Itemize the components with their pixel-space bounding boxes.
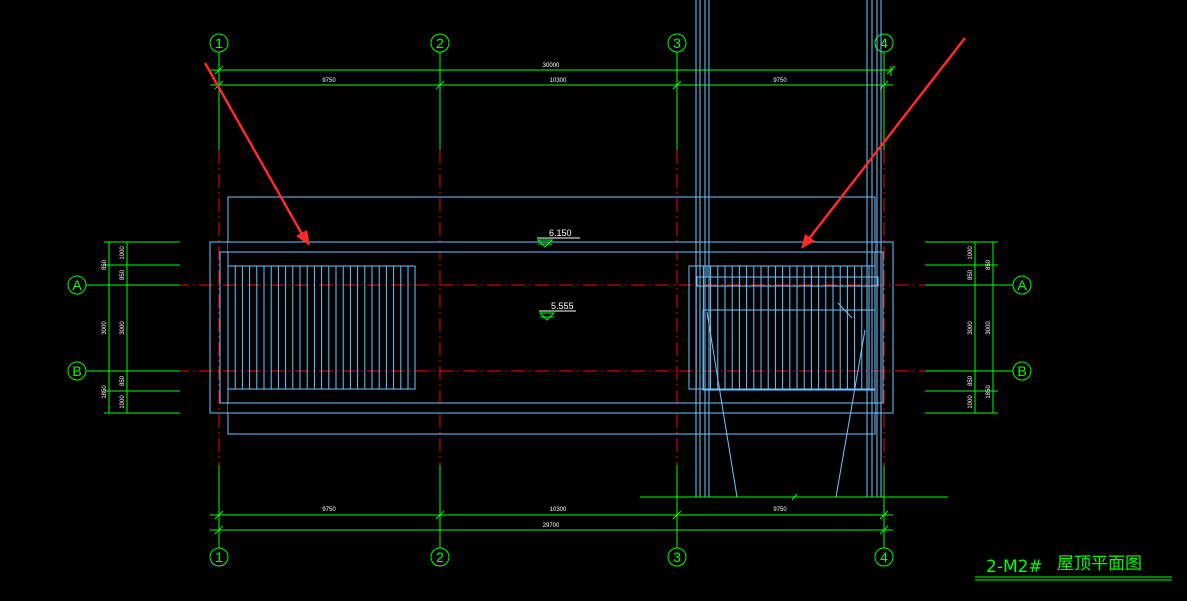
drawing-title-block: 2-M2# 屋顶平面图 [975, 554, 1172, 581]
axis-label-B-right: B [1017, 363, 1026, 379]
elevation-mark-parapet: 5.555 [538, 301, 576, 321]
axis-bubbles-bottom: 1 2 3 4 [209, 547, 894, 567]
dim-bottom-seg-3: 9750 [773, 507, 787, 513]
left-dimensions [104, 241, 180, 414]
dim-left-outer-1: 850 [102, 259, 108, 270]
dim-left-outer-3: 1850 [102, 385, 108, 399]
axis-label-A-left: A [72, 277, 82, 293]
axis-label-2-bottom: 2 [436, 549, 444, 565]
dim-left-inner-4: 850 [120, 375, 126, 386]
elevation-label-parapet: 5.555 [551, 301, 574, 311]
axis-bubbles-top: 1 2 3 4 [209, 33, 894, 53]
drawing-code: 2-M2# [986, 557, 1043, 577]
dim-bottom-seg-2: 10300 [550, 507, 567, 513]
dim-right-outer-2: 3000 [986, 321, 992, 335]
dim-right-outer-1: 850 [986, 259, 992, 270]
bottom-dimensions [210, 493, 948, 535]
axis-bubbles-side: A B A B [67, 275, 1032, 381]
roof-outer-outline [209, 241, 894, 414]
dim-right-inner-1: 1000 [968, 246, 974, 260]
axis-label-A-right: A [1017, 277, 1027, 293]
red-pointer-arrow-icon [203, 62, 310, 246]
skylight-panel-left [227, 265, 416, 390]
dim-top-seg-3: 9750 [773, 78, 787, 84]
dim-right-inner-5: 1000 [968, 395, 974, 409]
outline-gap-bottom [228, 404, 875, 413]
roof-outline-redraw [210, 241, 893, 414]
axis-label-4-bottom: 4 [880, 549, 888, 565]
axis-label-3-bottom: 3 [673, 549, 681, 565]
stair-core-overlay [695, 0, 882, 498]
axis-label-1-bottom: 1 [215, 549, 223, 565]
dim-top-seg-2: 10300 [550, 78, 567, 84]
elevation-label-roof: 6.150 [549, 228, 572, 238]
axis-label-3-top: 3 [673, 35, 681, 51]
dim-right-inner-3: 3000 [968, 321, 974, 335]
dim-left-inner-1: 1000 [120, 246, 126, 260]
drawing-name: 屋顶平面图 [1057, 554, 1142, 574]
axis-label-2-top: 2 [436, 35, 444, 51]
roof-inner-outline [219, 251, 884, 404]
dim-top-seg-1: 9750 [322, 78, 336, 84]
dim-top-overall: 30000 [543, 63, 560, 69]
dim-left-inner-5: 1000 [120, 395, 126, 409]
axis-label-1-top: 1 [215, 35, 223, 51]
dim-left-inner-2: 850 [120, 269, 126, 280]
outline-gap-top [228, 243, 875, 252]
dim-left-outer-2: 3000 [102, 321, 108, 335]
axis-label-B-left: B [72, 363, 81, 379]
dim-left-inner-3: 3000 [120, 321, 126, 335]
dim-right-inner-4: 850 [968, 375, 974, 386]
dim-right-inner-2: 850 [968, 269, 974, 280]
top-dimensions [210, 65, 896, 90]
axis-extensions [86, 52, 1013, 548]
dim-right-outer-3: 1850 [986, 385, 992, 399]
red-pointer-arrow-icon [801, 37, 966, 249]
right-dimensions [925, 241, 998, 414]
elevation-mark-roof: 6.150 [536, 228, 580, 248]
dim-bottom-overall: 29700 [543, 523, 560, 529]
axis-label-4-top: 4 [880, 35, 888, 51]
dim-bottom-seg-1: 9750 [322, 507, 336, 513]
